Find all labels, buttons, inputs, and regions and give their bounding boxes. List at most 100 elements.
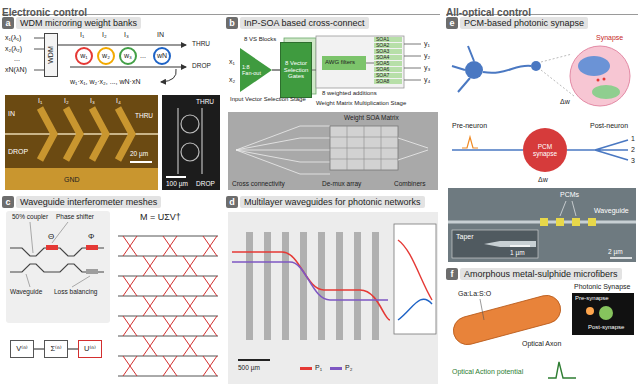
text-label: Combiners [394,180,425,187]
phase-shifter [46,245,58,250]
legend-swatch [300,367,312,370]
text-label: GND [64,176,80,184]
text-label: THRU [196,98,214,105]
text-label: 2 [631,146,635,154]
post-terminal [592,85,620,99]
text-label: ... [140,52,146,60]
panel-header: fAmorphous metal-sulphide microfibers [446,268,622,280]
text-label: 1 µm [510,249,525,256]
panel: aWDM microring weight banksWDMw₁w₂w₃wN [2,17,222,192]
axon [483,66,531,73]
text-label: I₂ [102,31,107,39]
text-label: M = UΣV† [140,212,181,222]
output-wire [404,44,421,80]
text-label: DROP [192,62,211,69]
panel-letter: d [226,196,238,208]
glow [599,306,613,320]
text-label: 20 µm [130,150,148,157]
control-band: All-optical control [446,2,638,15]
text-label: 1 [631,135,635,143]
legend-item: P₁ [300,364,322,372]
scale-bar [510,245,530,247]
micrograph [5,95,158,190]
text-label: Weight Matrix Multiplication Stage [316,100,406,107]
text-label: Loss balancing [54,288,97,295]
text-label: SOA2 [376,43,389,49]
text-label: IN [8,110,15,118]
text-label: Optical Action potential [452,368,523,376]
text-label: I₃ [124,31,129,39]
matrix-grid [330,126,398,170]
vesicle [597,79,600,82]
text-label: y₁ [424,40,430,48]
text-label: THRU [135,112,153,119]
text-label: DROP [8,148,28,156]
leader-line [480,299,484,320]
text-label: Waveguide [594,207,629,215]
waveguide-p2 [398,299,432,320]
chip-photo [228,212,438,384]
text-label: Taper [456,233,474,241]
scale-bar [130,161,152,163]
glow [586,307,594,315]
text-label: Post-synapse [588,324,624,331]
text-label: Δw [538,176,548,184]
panel-letter: c [2,196,14,208]
loss-balancer [86,269,98,274]
text-label: w₁·x₁, w₂·x₂, ..., wN·xN [70,78,140,86]
node-label: V⁽ⁿ⁾ [16,345,27,354]
heater-pad [40,108,54,160]
panel-title: WDM microring weight banks [16,17,141,29]
text-label: SOA7 [376,73,389,79]
panel-letter: e [446,17,458,29]
combiner [398,138,428,160]
fanout-triangle: 1:8 Fan-out [240,48,272,92]
text-label: De-mux array [322,180,361,187]
mesh-waveguide [118,236,218,376]
waveguide-p1 [232,252,390,320]
text-label: Photonic Synapse [574,283,630,291]
zoom-line [541,54,574,96]
pcm-cell [540,218,548,226]
wire [312,70,316,71]
node-label: w₃ [124,52,132,60]
text-label: 100 µm [166,180,188,187]
soa-row [374,73,402,78]
node-label: wN [157,52,167,60]
text-label: Φ [88,232,94,241]
pcm-disc: PCM synapse [523,128,567,172]
text-label: Ga:La:S:O [458,290,491,298]
text-label: x₂(λ₂) [5,45,22,53]
taper [484,241,536,247]
node-label: 1:8 Fan-out [242,64,262,76]
node-label: PCM synapse [527,143,563,158]
zoom-inset [394,224,436,334]
text-label: DROP [196,180,215,187]
panel-letter: a [2,17,14,29]
text-label: I₃ [90,97,95,105]
panel-title: Multilayer waveguides for photonic netwo… [240,196,425,208]
awg-filter [322,56,366,70]
node-label: Σ⁽ⁿ⁾ [50,345,61,354]
legend-swatch [330,367,342,370]
text-label: I₂ [64,97,69,105]
control-band: Electronic control [2,2,440,15]
waveguide-p1 [398,240,432,300]
text-label: SOA6 [376,67,389,73]
text-label: SOA1 [376,37,389,43]
synapse-zoom [570,46,630,106]
panel: dMultilayer waveguides for photonic netw… [226,196,440,388]
soa-row [374,43,402,48]
chip-photo [228,112,438,190]
text-label: 2 µm [608,248,623,255]
pcm-cell [572,218,580,226]
node-label: U⁽ⁿ⁾ [84,345,96,354]
sem-image [448,188,636,262]
text-label: 3 [631,157,635,165]
panel-title: Amorphous metal-sulphide microfibers [460,268,622,280]
weight-stage [316,36,404,88]
